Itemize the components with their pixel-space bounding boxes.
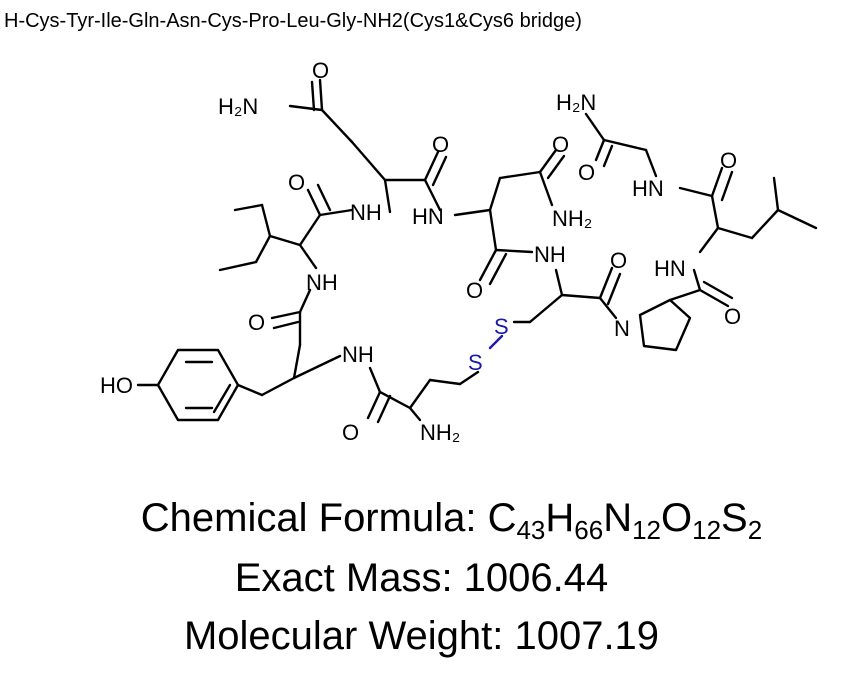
tyrosine-backbone: [270, 288, 342, 380]
leucine: [678, 166, 818, 254]
gly-amide-label: H₂N: [556, 90, 596, 115]
ile-nh-label: NH: [350, 200, 382, 225]
tyr-carbonyl-o: O: [248, 310, 265, 335]
glycine: [584, 112, 658, 178]
sulfur-atom-1: S: [494, 314, 509, 339]
gln-amide-label: H₂N: [218, 94, 258, 119]
exact-mass-label: Exact Mass:: [234, 556, 464, 600]
cys1-carbonyl-o: O: [342, 420, 359, 445]
molecular-weight-value: 1007.19: [514, 614, 660, 658]
gly-hn-label: HN: [632, 176, 664, 201]
molecular-weight: Molecular Weight: 1007.19: [0, 614, 843, 659]
ile-carbonyl-o: O: [288, 170, 305, 195]
gln-side-o: O: [312, 58, 329, 83]
gln-carbonyl-o: O: [432, 132, 449, 157]
formula-value: C43H66N12O12S2: [487, 496, 763, 545]
exact-mass: Exact Mass: 1006.44: [0, 556, 843, 601]
gly-carbonyl-o: O: [578, 160, 595, 185]
disulfide-bridge: [408, 320, 532, 410]
proline: [638, 268, 734, 352]
hydroxyl-label: HO: [100, 373, 133, 398]
leu-hn-label: HN: [654, 256, 686, 281]
leu-carbonyl-o: O: [720, 148, 737, 173]
molecular-weight-label: Molecular Weight:: [183, 614, 515, 658]
formula-label: Chemical Formula:: [140, 496, 488, 540]
exact-mass-value: 1006.44: [463, 556, 609, 600]
pro-carbonyl-o: O: [724, 304, 741, 329]
tyrosine-ring: [136, 348, 296, 422]
sulfur-atom-2: S: [468, 350, 483, 375]
asn-hn-label: HN: [412, 204, 444, 229]
glutamine: [288, 78, 448, 214]
asn-side-o: O: [552, 132, 569, 157]
cysteine-6: [528, 266, 622, 324]
cys1-nh-label: NH: [342, 342, 374, 367]
tyr-nh-label: NH: [306, 270, 338, 295]
structure-diagram: HO O NH NH O NH O H₂N O: [100, 58, 818, 445]
isoleucine: [218, 183, 354, 272]
asparagine: [453, 148, 566, 286]
asn-amide-label: NH₂: [552, 206, 592, 231]
cys6-nh-label: NH: [534, 242, 566, 267]
page-title: H-Cys-Tyr-Ile-Gln-Asn-Cys-Pro-Leu-Gly-NH…: [4, 10, 582, 32]
chemical-formula: Chemical Formula: C43H66N12O12S2: [30, 496, 843, 545]
cys6-carbonyl-o: O: [610, 248, 627, 273]
cysteine-1: [366, 366, 422, 424]
proline-n-label: N: [614, 316, 630, 341]
asn-carbonyl-o: O: [466, 278, 483, 303]
terminal-amine-label: NH₂: [420, 420, 460, 445]
